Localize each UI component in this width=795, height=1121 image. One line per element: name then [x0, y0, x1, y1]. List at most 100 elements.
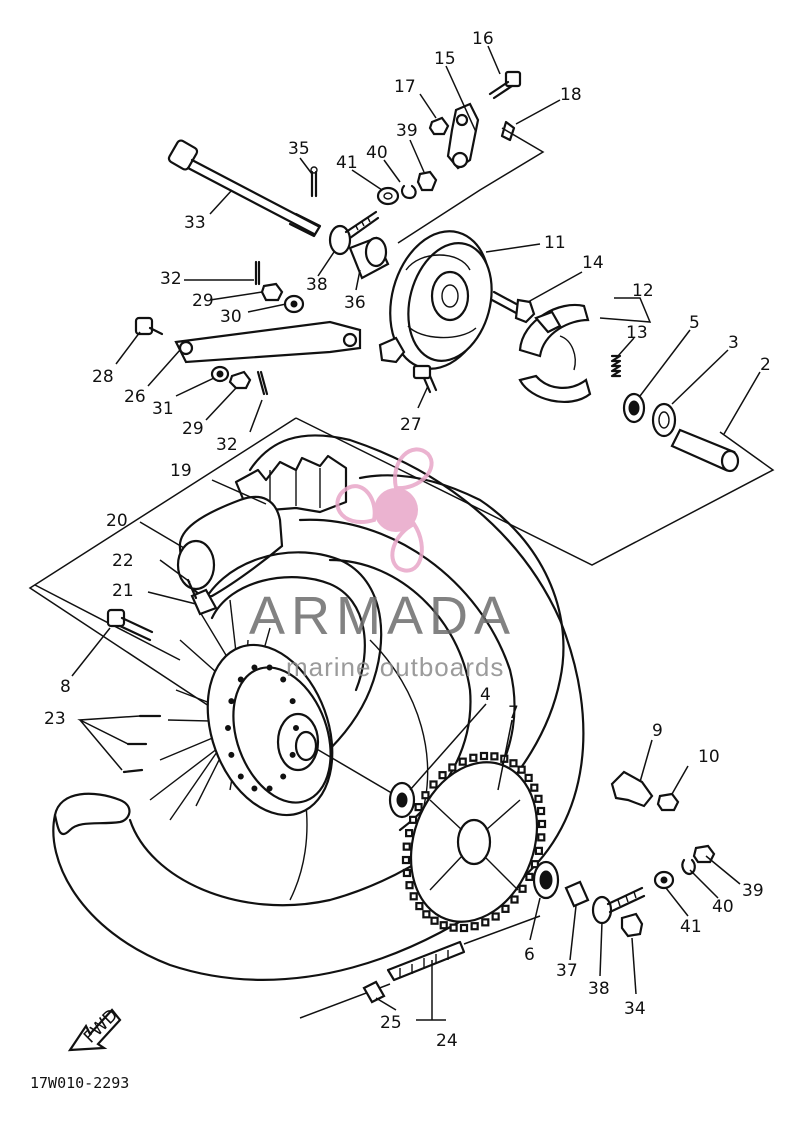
watermark-brand: ARMADA	[249, 586, 516, 646]
hub-spoke-hole	[290, 752, 295, 757]
callout-40-top: 40	[366, 143, 388, 163]
bolt-8	[108, 610, 152, 640]
callout-12: 12	[632, 281, 654, 301]
sprocket-tooth	[406, 830, 412, 836]
sprocket-tooth	[407, 882, 413, 888]
axle-spacer	[350, 238, 388, 278]
callout-39-top: 39	[396, 121, 418, 141]
callout-19: 19	[170, 461, 192, 481]
sprocket-tooth	[403, 857, 409, 863]
callout-32-top: 32	[160, 269, 182, 289]
armada-watermark: ARMADA marine outboards	[249, 449, 516, 682]
callout-16: 16	[472, 29, 494, 49]
callout-2: 2	[760, 355, 771, 375]
cotter-pin-32-top	[256, 262, 259, 284]
callout-38-bottom: 38	[588, 979, 610, 999]
sprocket	[390, 744, 559, 939]
sprocket-tooth	[410, 817, 416, 823]
hub-spoke-hole	[281, 677, 286, 682]
brake-shoes	[520, 305, 590, 402]
nut-39-top	[418, 172, 436, 190]
diagram-code: 17W010-2293	[30, 1074, 129, 1092]
nut-10	[658, 794, 678, 810]
callout-11: 11	[544, 233, 566, 253]
cotter-pin	[311, 167, 317, 196]
nut-29-top	[262, 284, 282, 300]
sprocket-tooth	[539, 821, 545, 827]
callout-21: 21	[112, 581, 134, 601]
sprocket-tooth	[512, 897, 518, 903]
cotter-pin-32-bottom	[258, 372, 267, 394]
callout-27: 27	[400, 415, 422, 435]
sprocket-tooth	[538, 834, 544, 840]
hub-spoke-hole	[290, 699, 295, 704]
callout-41-top: 41	[336, 153, 358, 173]
callout-36: 36	[344, 293, 366, 313]
sprocket-tooth	[440, 772, 446, 778]
callout-37: 37	[556, 961, 578, 981]
callout-28: 28	[92, 367, 114, 387]
brake-spring	[612, 356, 620, 376]
sprocket-tooth	[432, 918, 438, 924]
callout-14: 14	[582, 253, 604, 273]
sprocket-tooth	[535, 796, 541, 802]
sprocket-tooth	[531, 785, 537, 791]
sprocket-tooth	[520, 886, 526, 892]
sprocket-tooth	[423, 911, 429, 917]
washer-41-top	[378, 188, 398, 204]
sprocket-tooth	[416, 804, 422, 810]
sprocket-tooth	[493, 914, 499, 920]
hub-spoke-hole	[267, 786, 272, 791]
brake-shoe-plate	[376, 220, 505, 380]
callout-29-top: 29	[192, 291, 214, 311]
callout-numbers: 2 3 4 5 6 7 8 9 10 11 12 13 14 15 16 17 …	[44, 29, 771, 1051]
sprocket-tooth	[460, 759, 466, 765]
sprocket-tooth	[449, 764, 455, 770]
callout-8: 8	[60, 677, 71, 697]
callout-6: 6	[524, 945, 535, 965]
hub-spoke-hole	[226, 726, 231, 731]
sprocket-tooth	[519, 767, 525, 773]
callout-5: 5	[689, 313, 700, 333]
callout-22: 22	[112, 551, 134, 571]
hub-spoke-hole	[238, 774, 243, 779]
sprocket-tooth	[536, 848, 542, 854]
callout-18: 18	[560, 85, 582, 105]
sprocket-tooth	[481, 753, 487, 759]
callout-39-bottom: 39	[742, 881, 764, 901]
sprocket-tooth	[502, 906, 508, 912]
callout-34: 34	[624, 999, 646, 1019]
tension-bar	[176, 322, 360, 362]
spring-washer-40-top	[402, 186, 416, 198]
callout-7: 7	[508, 703, 519, 723]
inner-tube	[178, 497, 282, 597]
callout-10: 10	[698, 747, 720, 767]
sprocket-tooth	[404, 870, 410, 876]
sprocket-tooth	[441, 922, 447, 928]
sprocket-tooth	[472, 923, 478, 929]
oil-seal-5	[624, 394, 644, 422]
callout-41-bottom: 41	[680, 917, 702, 937]
callout-25: 25	[380, 1013, 402, 1033]
sprocket-tooth	[482, 919, 488, 925]
callout-17: 17	[394, 77, 416, 97]
hub-spoke-hole	[281, 774, 286, 779]
hub-spoke-hole	[252, 665, 257, 670]
washer-41-bottom	[655, 872, 673, 888]
callout-30: 30	[220, 307, 242, 327]
sprocket-tooth	[430, 781, 436, 787]
brake-arm	[448, 104, 478, 168]
hub-spoke-hole	[294, 726, 299, 731]
callout-13: 13	[626, 323, 648, 343]
callout-20: 20	[106, 511, 128, 531]
callout-33: 33	[184, 213, 206, 233]
sprocket-tooth	[451, 925, 457, 931]
callout-40-bottom: 40	[712, 897, 734, 917]
chain-joint	[364, 982, 384, 1002]
hub-spoke-hole	[238, 677, 243, 682]
sprocket-tooth	[404, 844, 410, 850]
callout-26: 26	[124, 387, 146, 407]
callout-32-bottom: 32	[216, 435, 238, 455]
callout-23: 23	[44, 709, 66, 729]
